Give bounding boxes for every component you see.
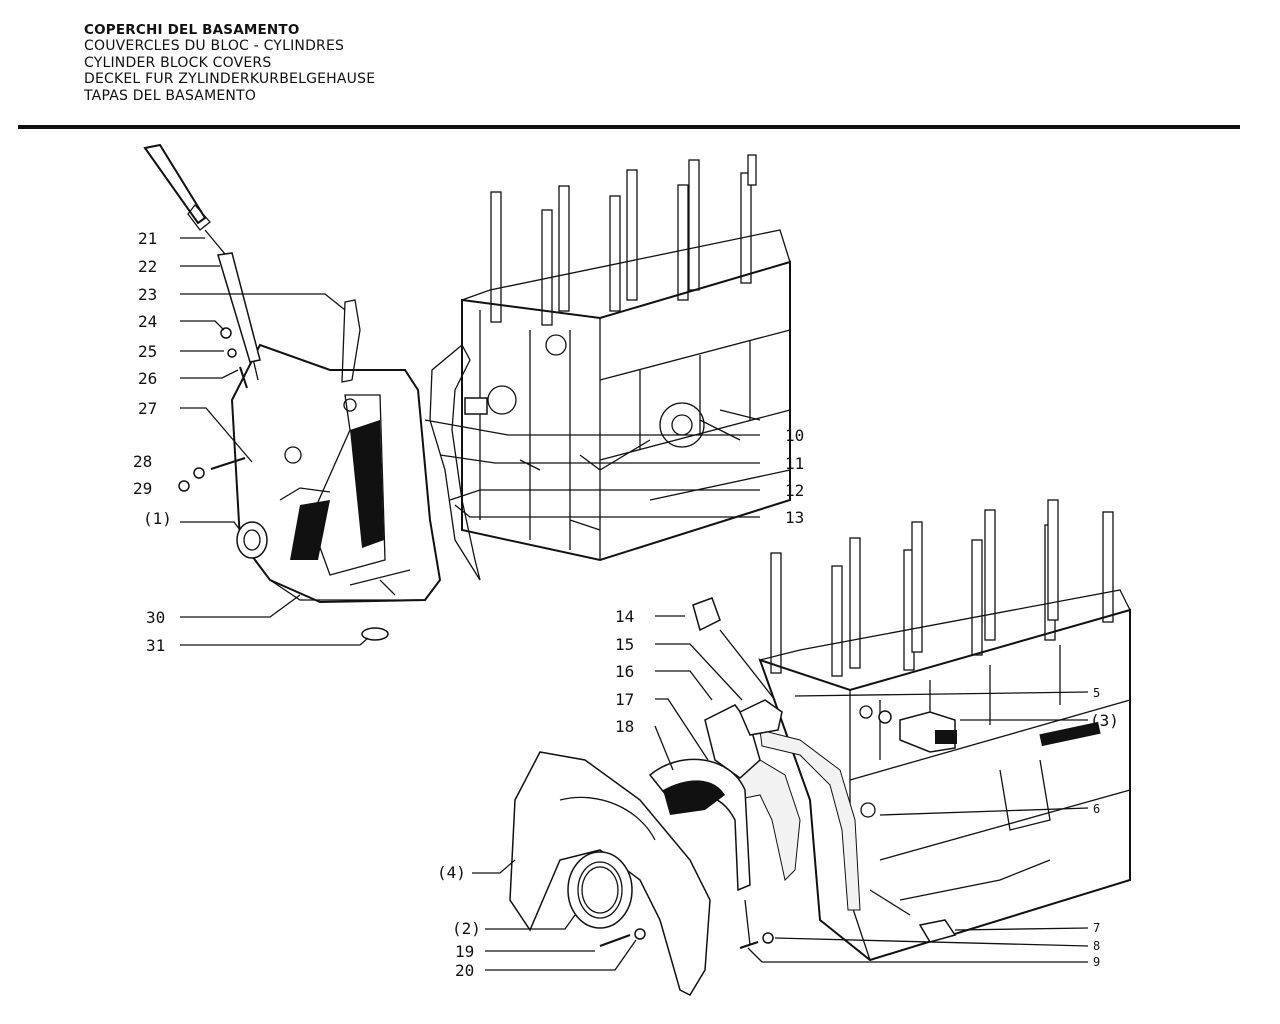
rear-seal-strip: [759, 729, 861, 911]
callout-20: 20: [455, 961, 474, 980]
clip-7: [918, 919, 957, 943]
callout-13: 13: [785, 508, 804, 527]
callout-10: 10: [785, 426, 804, 445]
callout-25: 25: [138, 342, 157, 361]
callout-19: 19: [455, 942, 474, 961]
washer-8: [762, 932, 774, 944]
callout-7: 7: [1093, 921, 1100, 935]
cover-14: [692, 597, 721, 632]
callout-15: 15: [615, 635, 634, 654]
header-rule: [18, 125, 1240, 129]
title-spanish: TAPAS DEL BASAMENTO: [84, 87, 257, 104]
lower-block-studs: [770, 499, 1114, 677]
callout-24: 24: [138, 312, 157, 331]
callout-5: 5: [1093, 686, 1100, 700]
callouts-bottom-left: (4) (2) 19 20: [437, 863, 481, 980]
callout-11: 11: [785, 454, 804, 473]
plug-15: [739, 699, 783, 736]
dipstick-tube: [217, 252, 261, 363]
callout-21: 21: [138, 229, 157, 248]
callout-22: 22: [138, 257, 157, 276]
callout-26: 26: [138, 369, 157, 388]
upper-front-gasket: [429, 343, 481, 581]
title-italian: COPERCHI DEL BASAMENTO: [84, 22, 300, 38]
callout-23: 23: [138, 285, 157, 304]
callouts-right-bottom: 5 (3) 6 7 8 9: [1090, 686, 1119, 969]
callouts-right-top: 10 11 12 13: [785, 426, 804, 527]
callout-6: 6: [1093, 802, 1100, 816]
callout-4: (4): [437, 863, 466, 882]
lower-cylinder-block: [758, 499, 1131, 962]
callouts-left: 21 22 23 24 25 26 27 28 29 (1) 30 31: [133, 229, 172, 655]
rear-inner-cover: [648, 758, 751, 892]
callout-17: 17: [615, 690, 634, 709]
callout-1: (1): [143, 509, 172, 528]
o-ring: [361, 627, 389, 641]
rear-oil-seal: [567, 851, 633, 929]
callout-14: 14: [615, 607, 634, 626]
washer-20: [634, 928, 646, 940]
title-block: COPERCHI DEL BASAMENTO COUVERCLES DU BLO…: [84, 22, 375, 104]
front-oil-seal: [236, 521, 268, 559]
callout-9: 9: [1093, 955, 1100, 969]
oil-pressure-sender: [899, 711, 957, 753]
callout-18: 18: [615, 717, 634, 736]
callout-8: 8: [1093, 939, 1100, 953]
callout-27: 27: [138, 399, 157, 418]
callout-30: 30: [146, 608, 165, 627]
cover-gasket: [341, 299, 361, 383]
callout-3: (3): [1090, 711, 1119, 730]
upper-cylinder-block: [461, 154, 791, 562]
upper-block-studs: [490, 154, 757, 326]
leader-lines: [180, 237, 1089, 971]
front-timing-cover: [230, 343, 442, 604]
callout-16: 16: [615, 662, 634, 681]
callout-2: (2): [452, 919, 481, 938]
callouts-middle: 14 15 16 17 18: [615, 607, 634, 736]
title-english: CYLINDER BLOCK COVERS: [84, 54, 272, 71]
title-french: COUVERCLES DU BLOC - CYLINDRES: [84, 38, 345, 55]
screw-9: [739, 941, 759, 949]
fasteners-left: [178, 327, 248, 492]
sender-washer: [878, 710, 892, 724]
title-german: DECKEL FUR ZYLINDERKURBELGEHAUSE: [84, 71, 376, 88]
dipstick: [143, 143, 259, 381]
rear-main-plate: [509, 751, 711, 996]
callout-29: 29: [133, 479, 152, 498]
callout-28: 28: [133, 452, 152, 471]
screw-19: [599, 934, 631, 947]
callout-12: 12: [785, 481, 804, 500]
callout-31: 31: [146, 636, 165, 655]
